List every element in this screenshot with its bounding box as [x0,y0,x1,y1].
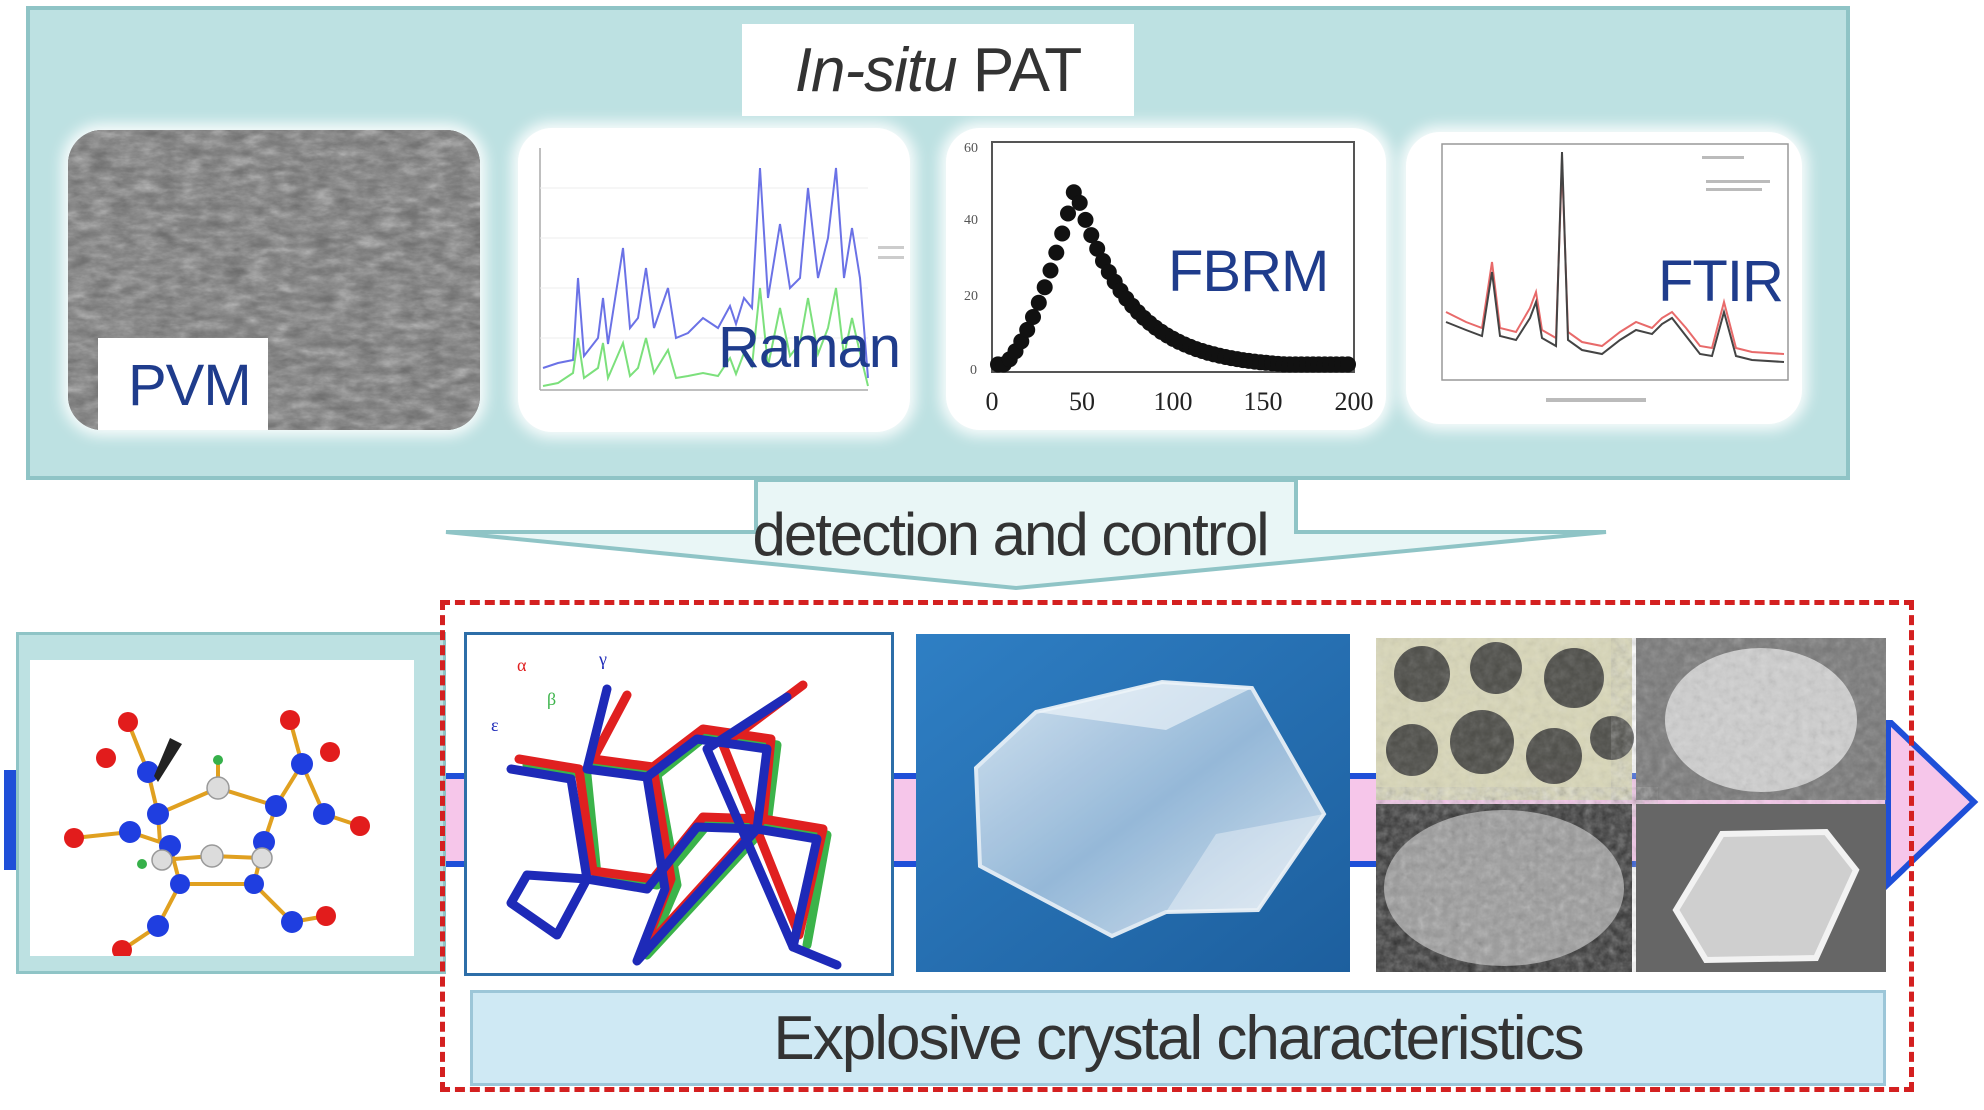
molecule-structure [30,660,414,960]
fbrm-point [1054,225,1071,242]
greek-beta: β [547,689,556,709]
raman-green-trace [542,287,869,387]
single-crystal-image [916,634,1350,972]
svg-text:0: 0 [970,363,977,378]
fbrm-point [1019,321,1036,338]
polymorph-conformer-overlay: α γ β ε [491,649,842,970]
fbrm-point [1048,244,1065,261]
polymorph-overlay: α γ β ε [464,632,894,976]
greek-epsilon: ε [491,715,499,735]
fbrm-tick-100: 100 [1154,387,1193,416]
sem-image-grid [1376,638,1886,972]
characteristics-box [470,990,1886,1086]
ftir-spectrum [1441,143,1789,402]
ftir-red-trace [1445,161,1785,355]
svg-text:60: 60 [964,141,978,156]
greek-gamma: γ [598,649,607,669]
crystal-photo [916,634,1350,972]
fbrm-point [1071,194,1088,211]
connector-arrow [445,478,1607,591]
pvm-label: PVM [128,353,252,418]
raman-label: Raman [718,315,901,380]
fbrm-tick-0: 0 [986,387,999,416]
pvm-label-box: PVM [98,338,268,430]
fbrm-data-points [990,184,1356,373]
fbrm-point [1077,211,1094,228]
fbrm-distribution: 60 40 20 0 0 50 100 150 200 [964,141,1374,416]
characteristics-label: Explosive crystal characteristics [773,1003,1584,1073]
fbrm-point [1060,205,1076,222]
raman-chart-card: Raman [518,128,910,432]
fbrm-point [1030,294,1047,311]
ftir-chart-card: FTIR [1406,132,1802,424]
sem-micrographs [1376,638,1886,972]
ftir-label: FTIR [1658,249,1784,314]
fbrm-tick-150: 150 [1244,387,1283,416]
ftir-black-trace [1445,151,1785,363]
fbrm-point [1083,227,1100,244]
pat-title-box: In-situ PAT [742,24,1134,116]
fbrm-tick-200: 200 [1335,387,1374,416]
molecule-ball-stick [64,710,370,960]
connector-label: detection and control [752,501,1269,568]
fbrm-point [1042,262,1059,279]
svg-text:40: 40 [964,213,978,228]
fbrm-point [1036,279,1053,296]
fbrm-tick-50: 50 [1069,387,1095,416]
fbrm-point [1025,309,1041,325]
greek-alpha: α [517,655,527,675]
raman-blue-trace [542,167,869,379]
pat-title-rest: PAT [956,35,1082,105]
fbrm-point [1340,356,1356,373]
fbrm-point [1089,240,1106,257]
pat-title: In-situ PAT [742,24,1134,116]
fbrm-chart-card: 60 40 20 0 0 50 100 150 200 FBRM [946,128,1386,430]
svg-text:20: 20 [964,289,978,304]
characteristics-dashed-frame [440,600,1914,1092]
raman-spectrum [539,148,904,391]
pat-title-italic: In-situ [794,35,958,105]
fbrm-label: FBRM [1168,239,1329,304]
